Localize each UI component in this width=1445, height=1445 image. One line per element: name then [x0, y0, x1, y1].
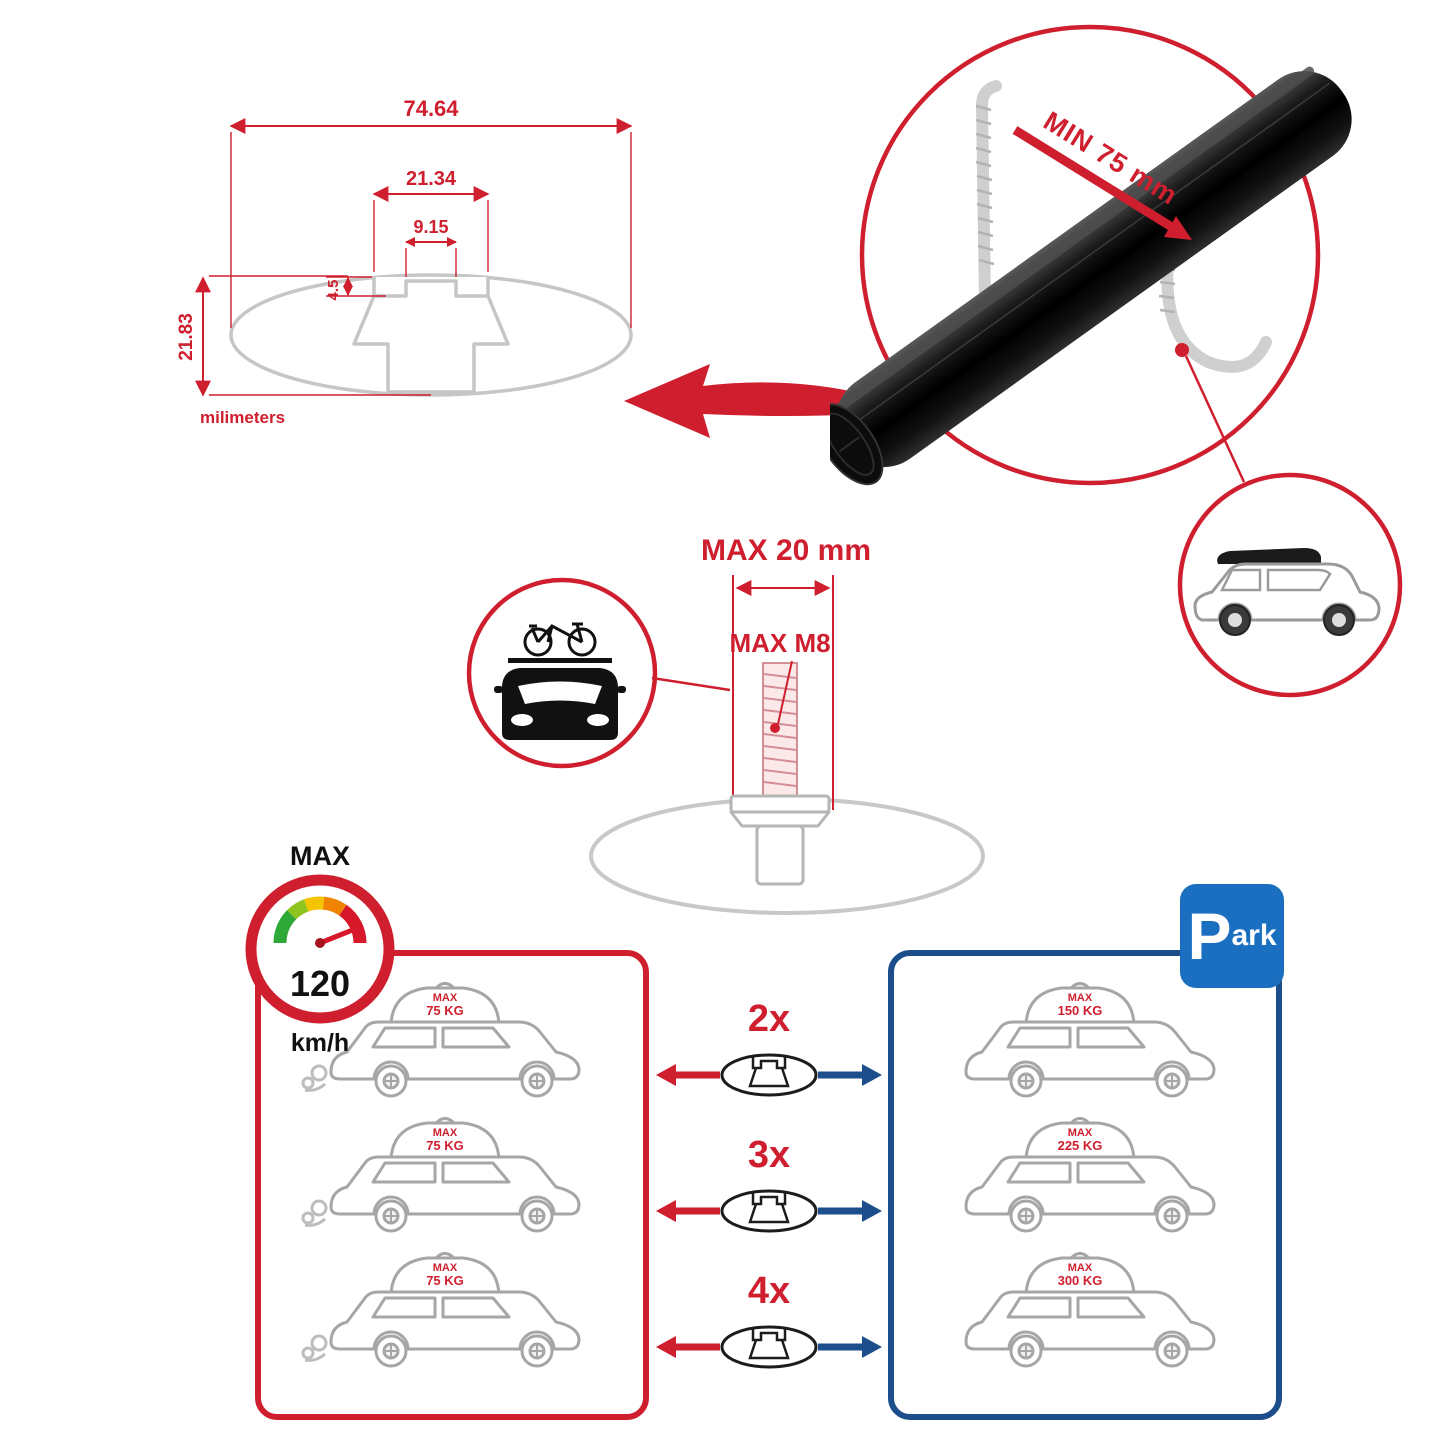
- car-right-row1: MAX 150 KG: [930, 978, 1250, 1108]
- crossbar-render: [830, 66, 1352, 486]
- speedometer-icon: 120: [245, 874, 395, 1024]
- roof-load-label: MAX 300 KG: [1057, 1262, 1103, 1289]
- roof-load-label: MAX 225 KG: [1057, 1127, 1103, 1154]
- left-arrowhead-icon: [656, 1336, 676, 1358]
- park-suffix: ark: [1231, 919, 1277, 952]
- callout-dot: [1175, 343, 1189, 357]
- width-dimension: [732, 575, 834, 810]
- upper-width-label: 21.34: [406, 168, 457, 190]
- right-arrowhead-icon: [862, 1064, 882, 1086]
- crossbar-profile-outline-icon: [229, 273, 633, 397]
- cross-section-dimension-diagram: 74.64 21.34 9.15 4.5 21.83 milimeters: [176, 96, 633, 427]
- crossbar-section-icon: [720, 1189, 818, 1233]
- total-width-label: 74.64: [403, 96, 459, 121]
- dimension-lines: [195, 118, 633, 397]
- suv-with-roofbox-icon: [1193, 548, 1381, 636]
- car-front-with-bike-icon: [494, 622, 626, 740]
- crossbar-section-icon: [720, 1053, 818, 1097]
- roof-load-label: MAX 150 KG: [1057, 992, 1103, 1019]
- multiplier-row-3: 4x: [656, 1270, 882, 1369]
- unit-label: milimeters: [200, 408, 285, 427]
- multiplier-label: 2x: [748, 998, 790, 1040]
- step-height-label: 4.5: [325, 280, 342, 301]
- car-left-row1: MAX 75 KG: [295, 978, 615, 1108]
- bolt-diagram: MAX 20 mm MAX M8: [466, 534, 985, 915]
- speed-max-label: MAX: [290, 841, 350, 871]
- roof-load-label: MAX 75 KG: [426, 1262, 464, 1289]
- crossbar-callout: MIN 75 mm: [830, 24, 1403, 698]
- car-left-row3: MAX 75 KG: [295, 1248, 615, 1378]
- multiplier-label: 3x: [748, 1134, 790, 1176]
- right-arrowhead-icon: [862, 1200, 882, 1222]
- t-bolt-icon: [729, 660, 831, 886]
- inner-width-label: 9.15: [413, 217, 448, 237]
- speed-limit-badge: MAX 120 km/h: [233, 843, 407, 1059]
- park-letter: P: [1187, 899, 1232, 973]
- multiplier-label: 4x: [748, 1270, 790, 1312]
- speed-unit-label: km/h: [290, 1029, 350, 1057]
- crossbar-section-icon: [720, 1325, 818, 1369]
- u-bolt-icon: [975, 80, 1272, 373]
- car-right-row2: MAX 225 KG: [930, 1113, 1250, 1243]
- car-left-row2: MAX 75 KG: [295, 1113, 615, 1243]
- callout-line: [651, 676, 731, 692]
- multiplier-row-1: 2x: [656, 998, 882, 1097]
- right-arrowhead-icon: [862, 1336, 882, 1358]
- pointer-arrow-icon: [624, 364, 864, 438]
- speed-value: 120: [290, 963, 350, 1004]
- left-arrowhead-icon: [656, 1064, 676, 1086]
- bolt-width-label: MAX 20 mm: [701, 534, 871, 567]
- car-right-row3: MAX 300 KG: [930, 1248, 1250, 1378]
- roof-load-label: MAX 75 KG: [426, 992, 464, 1019]
- roof-load-label: MAX 75 KG: [426, 1127, 464, 1154]
- total-height-label: 21.83: [176, 313, 197, 361]
- left-arrowhead-icon: [656, 1200, 676, 1222]
- callout-line: [1184, 355, 1246, 483]
- bolt-thread-label: MAX M8: [729, 628, 830, 658]
- multiplier-row-2: 3x: [656, 1134, 882, 1233]
